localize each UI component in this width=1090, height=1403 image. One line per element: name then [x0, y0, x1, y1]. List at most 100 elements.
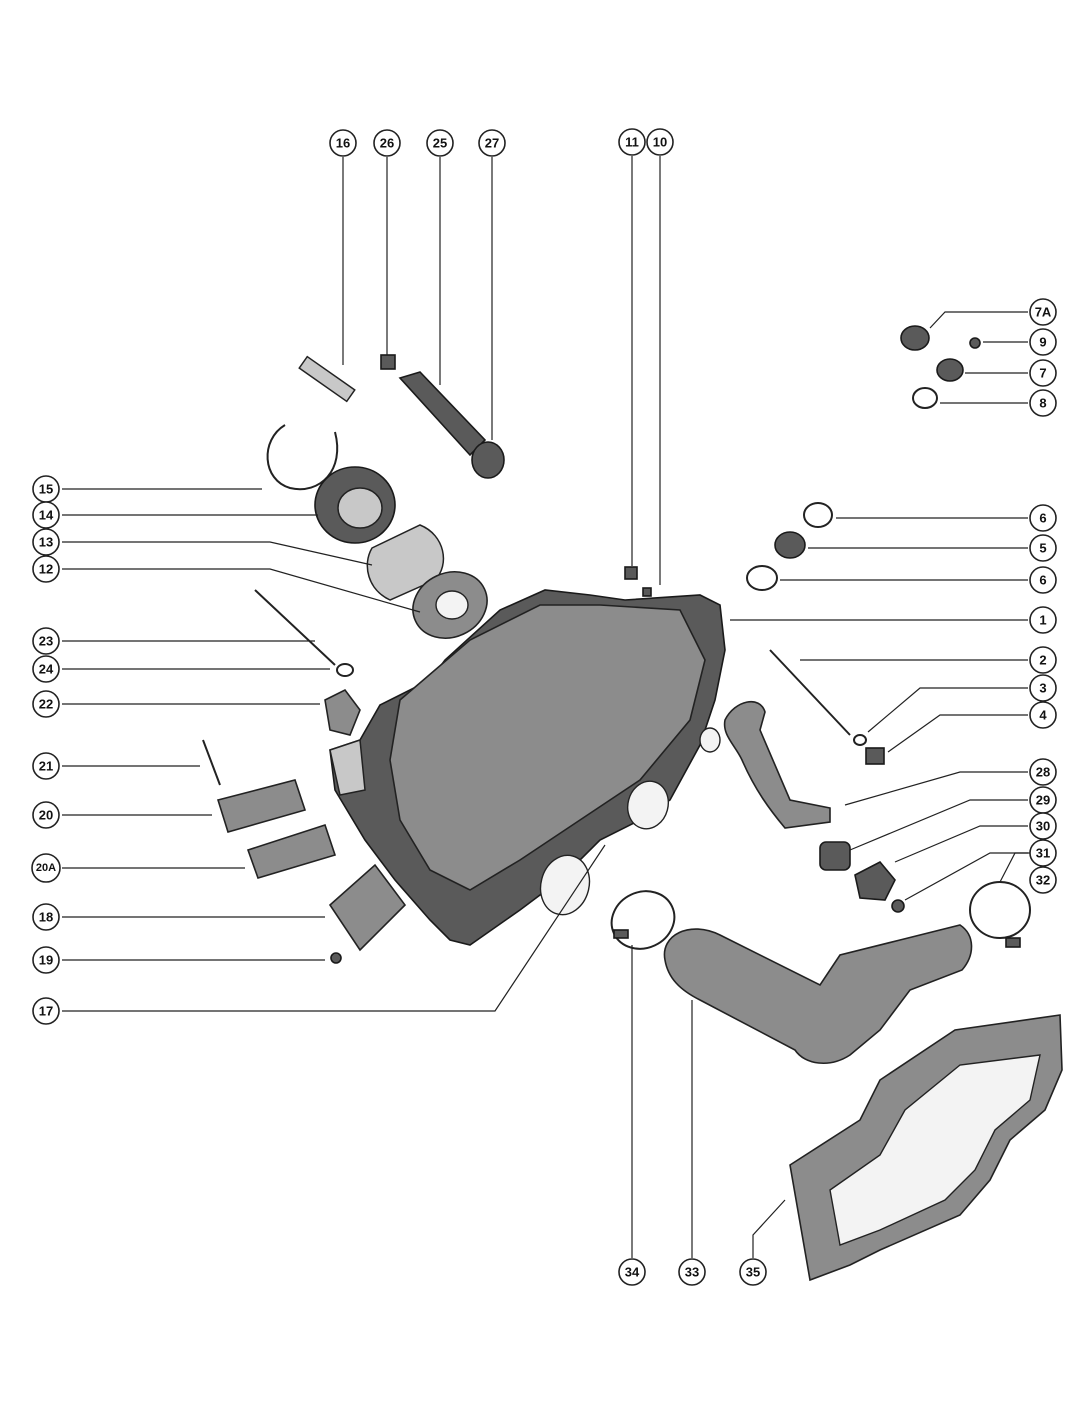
callout-20A: 20A: [31, 853, 61, 883]
part-7A: [900, 325, 930, 351]
callout-29: 29: [1029, 786, 1057, 814]
part-snap-ring-15: [266, 424, 339, 491]
part-strip-16: [298, 355, 356, 403]
part-gasket-35: [789, 1014, 1063, 1282]
svg-text:9: 9: [1039, 335, 1046, 350]
svg-text:21: 21: [39, 759, 53, 774]
part-30: [854, 860, 896, 901]
part-nut-4: [865, 747, 885, 765]
part-nut-11: [624, 566, 638, 580]
svg-text:8: 8: [1039, 396, 1046, 411]
callout-22: 22: [32, 690, 60, 718]
svg-text:16: 16: [336, 136, 350, 151]
part-clamp-27: [471, 441, 505, 479]
callout-5: 5: [1029, 534, 1057, 562]
part-31: [891, 899, 905, 913]
callout-6-lower: 6: [1029, 566, 1057, 594]
callout-15: 15: [32, 475, 60, 503]
svg-text:30: 30: [1036, 819, 1050, 834]
svg-text:2: 2: [1039, 653, 1046, 668]
callout-3: 3: [1029, 674, 1057, 702]
svg-text:3: 3: [1039, 681, 1046, 696]
leader-lines: [62, 156, 1030, 1258]
svg-text:26: 26: [380, 136, 394, 151]
part-housing-1: [329, 589, 726, 946]
callout-32: 32: [1029, 866, 1057, 894]
callout-11: 11: [618, 128, 646, 156]
svg-text:27: 27: [485, 136, 499, 151]
part-exhaust-hose-33: [663, 924, 973, 1065]
svg-text:31: 31: [1036, 846, 1050, 861]
callout-20: 20: [32, 801, 60, 829]
part-tube-20A: [246, 823, 337, 879]
callout-34: 34: [618, 1258, 646, 1286]
svg-text:32: 32: [1036, 873, 1050, 888]
part-gasket-22: [324, 688, 361, 736]
svg-text:14: 14: [39, 508, 54, 523]
callout-10: 10: [646, 128, 674, 156]
svg-text:4: 4: [1039, 708, 1047, 723]
part-seal-6-upper: [803, 502, 833, 528]
callout-31: 31: [1029, 839, 1057, 867]
callout-35: 35: [739, 1258, 767, 1286]
callout-4: 4: [1029, 701, 1057, 729]
callout-33: 33: [678, 1258, 706, 1286]
part-screw-19: [330, 952, 342, 964]
svg-text:23: 23: [39, 634, 53, 649]
callout-18: 18: [32, 903, 60, 931]
callout-27: 27: [478, 129, 506, 157]
svg-text:11: 11: [625, 135, 639, 150]
callout-17: 17: [32, 997, 60, 1025]
part-8: [912, 387, 938, 409]
callout-16: 16: [329, 129, 357, 157]
callout-2: 2: [1029, 646, 1057, 674]
callout-19: 19: [32, 946, 60, 974]
svg-text:10: 10: [653, 135, 667, 150]
part-tube-28: [723, 700, 831, 829]
svg-text:33: 33: [685, 1265, 699, 1280]
part-nut-10: [642, 587, 652, 597]
callout-8: 8: [1029, 389, 1057, 417]
part-bearing-5: [774, 531, 806, 559]
part-29: [819, 841, 851, 871]
part-clamp-34: [610, 890, 676, 950]
svg-text:29: 29: [1036, 793, 1050, 808]
svg-text:22: 22: [39, 697, 53, 712]
svg-text:28: 28: [1036, 765, 1050, 780]
svg-text:6: 6: [1039, 573, 1046, 588]
svg-text:20: 20: [39, 808, 53, 823]
part-nut-26: [380, 354, 396, 370]
callout-21: 21: [32, 752, 60, 780]
svg-text:6: 6: [1039, 511, 1046, 526]
callout-12: 12: [32, 555, 60, 583]
part-9: [969, 337, 981, 349]
svg-text:15: 15: [39, 482, 53, 497]
svg-text:25: 25: [433, 136, 447, 151]
callout-1: 1: [1029, 606, 1057, 634]
callout-14: 14: [32, 501, 60, 529]
svg-text:18: 18: [39, 910, 53, 925]
part-tube-20: [216, 779, 307, 833]
part-seal-12: [412, 571, 488, 639]
svg-text:17: 17: [39, 1004, 53, 1019]
callout-24: 24: [32, 655, 60, 683]
callout-25: 25: [426, 129, 454, 157]
part-clamp-32: [969, 881, 1031, 948]
callout-7: 7: [1029, 359, 1057, 387]
callout-13: 13: [32, 528, 60, 556]
svg-text:35: 35: [746, 1265, 760, 1280]
part-7: [936, 358, 964, 382]
part-bearing-14: [314, 466, 396, 544]
callout-7A: 7A: [1029, 298, 1057, 326]
svg-text:24: 24: [39, 662, 54, 677]
part-seal-6-lower: [746, 565, 778, 591]
svg-text:5: 5: [1039, 541, 1046, 556]
svg-text:12: 12: [39, 562, 53, 577]
svg-text:7A: 7A: [1035, 305, 1052, 320]
part-washer-3: [853, 734, 867, 746]
svg-text:1: 1: [1039, 613, 1046, 628]
part-washer-24: [336, 663, 354, 677]
svg-text:13: 13: [39, 535, 53, 550]
callout-23: 23: [32, 627, 60, 655]
callout-6-upper: 6: [1029, 504, 1057, 532]
